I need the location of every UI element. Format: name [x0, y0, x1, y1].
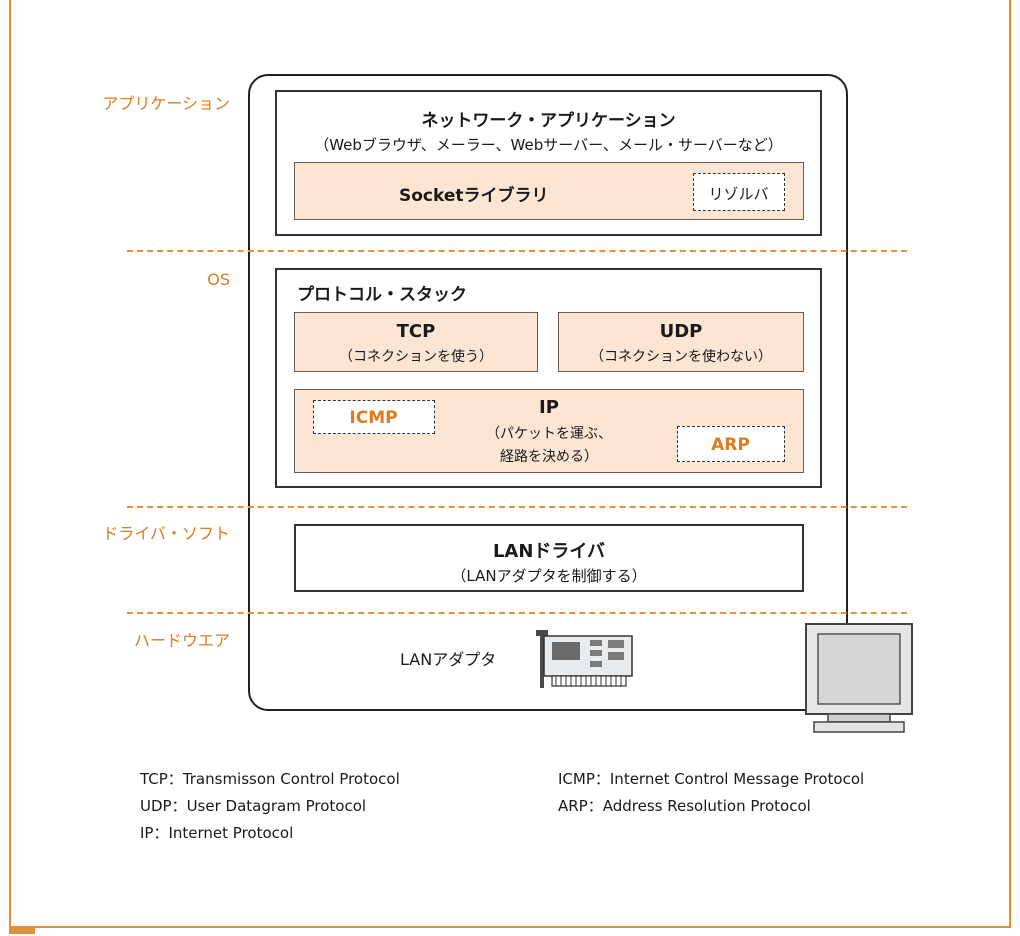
ip-description-line1: （パケットを運ぶ、 [486, 426, 612, 442]
tcp-label: TCP [396, 321, 436, 342]
arp-box: ARP [677, 426, 785, 462]
protocol-stack-title: プロトコル・スタック [297, 285, 467, 305]
legend-item: UDP：User Datagram Protocol [140, 797, 367, 815]
ip-label: IP [539, 397, 559, 418]
icmp-box: ICMP [313, 400, 435, 434]
network-card-icon [536, 630, 633, 688]
network-application-examples: （Webブラウザ、メーラー、Webサーバー、メール・サーバーなど） [314, 136, 783, 154]
layer-divider-app-os [127, 250, 907, 252]
tcp-box: TCP （コネクションを使う） [294, 312, 538, 372]
layer-label-os: OS [207, 270, 230, 289]
ip-box: IP （パケットを運ぶ、 経路を決める） ICMP ARP [294, 389, 804, 473]
resolver-label: リゾルバ [708, 185, 769, 203]
lan-adapter-label: LANアダプタ [400, 650, 497, 669]
socket-library-box: Socketライブラリ リゾルバ [294, 162, 804, 220]
layer-label-driver: ドライバ・ソフト [102, 524, 230, 543]
legend-item: ICMP：Internet Control Message Protocol [558, 770, 865, 788]
layer-divider-driver-hardware [127, 612, 907, 614]
resolver-box: リゾルバ [693, 173, 785, 211]
legend-right: ICMP：Internet Control Message Protocol A… [558, 766, 864, 820]
legend-item: IP：Internet Protocol [140, 824, 294, 842]
outer-frame [9, 0, 1011, 928]
legend-left: TCP：Transmisson Control Protocol UDP：Use… [140, 766, 400, 847]
ip-description-line2: 経路を決める） [500, 449, 598, 465]
network-application-title: ネットワーク・アプリケーション [421, 111, 676, 131]
udp-description: （コネクションを使わない） [590, 349, 772, 365]
frame-corner-tab [9, 928, 35, 934]
udp-box: UDP （コネクションを使わない） [558, 312, 804, 372]
lan-driver-title: LANドライバ [492, 541, 606, 562]
lan-driver-description: （LANアダプタを制御する） [451, 567, 647, 585]
layer-divider-os-driver [127, 506, 907, 508]
tcp-description: （コネクションを使う） [339, 349, 493, 365]
legend-item: TCP：Transmisson Control Protocol [140, 770, 400, 788]
host-computer-box [248, 74, 848, 711]
arp-label: ARP [711, 435, 750, 455]
layer-label-application: アプリケーション [102, 94, 230, 113]
legend-item: ARP：Address Resolution Protocol [558, 797, 811, 815]
lan-driver-box: LANドライバ （LANアダプタを制御する） [294, 524, 804, 592]
udp-label: UDP [659, 321, 703, 342]
socket-library-label: Socketライブラリ [399, 186, 549, 206]
monitor-icon [805, 623, 913, 733]
icmp-label: ICMP [349, 408, 398, 428]
layer-label-hardware: ハードウエア [133, 631, 230, 650]
